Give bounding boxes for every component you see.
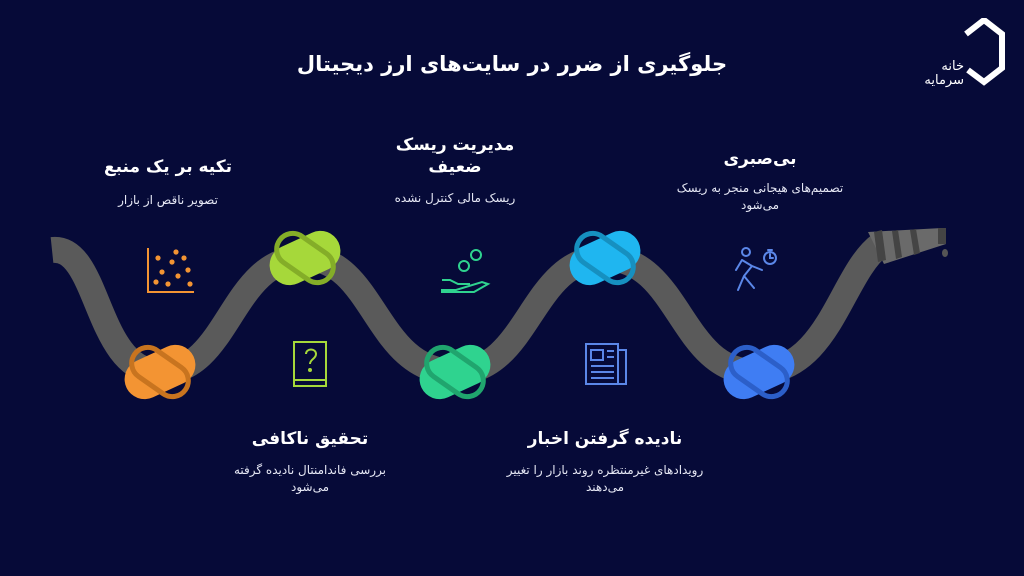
step-1-title: بی‌صبری	[723, 149, 797, 169]
step-4-desc: بررسی فاندامنتال نادیده گرفته می‌شود	[233, 463, 387, 494]
newspaper-icon	[585, 343, 627, 385]
step-2-title: نادیده گرفتن اخبار	[527, 429, 683, 449]
step-3-desc: ریسک مالی کنترل نشده	[394, 191, 516, 205]
scatter-plot-icon	[147, 248, 194, 293]
step-3-title: مدیریت ریسک ضعیف	[395, 135, 515, 177]
knot-step-5	[124, 344, 196, 400]
step-5-desc: تصویر ناقص از بازار	[118, 193, 218, 207]
knot-step-1	[723, 344, 795, 400]
hand-coins-icon	[441, 249, 491, 293]
step-1-desc: تصمیم‌های هیجانی منجر به ریسک می‌شود	[676, 181, 844, 212]
knot-step-3	[419, 344, 491, 400]
logo: خانه سرمایه	[892, 18, 1010, 88]
logo-line-1: خانه	[941, 59, 964, 74]
house-logo-icon	[964, 18, 1005, 86]
running-person-stopwatch-icon	[735, 247, 777, 291]
step-4-title: تحقیق ناکافی	[251, 429, 369, 449]
logo-line-2: سرمایه	[924, 73, 964, 88]
page-title: جلوگیری از ضرر در سایت‌های ارز دیجیتال	[296, 52, 728, 76]
nozzle-icon	[868, 228, 948, 264]
knot-step-2	[569, 230, 641, 286]
knot-step-4	[269, 230, 341, 286]
logo-text: خانه سرمایه	[892, 60, 964, 88]
question-book-icon	[293, 341, 327, 387]
step-2-desc: رویدادهای غیرمنتظره روند بازار را تغییر …	[506, 463, 704, 494]
step-5-title: تکیه بر یک منبع	[103, 157, 233, 177]
